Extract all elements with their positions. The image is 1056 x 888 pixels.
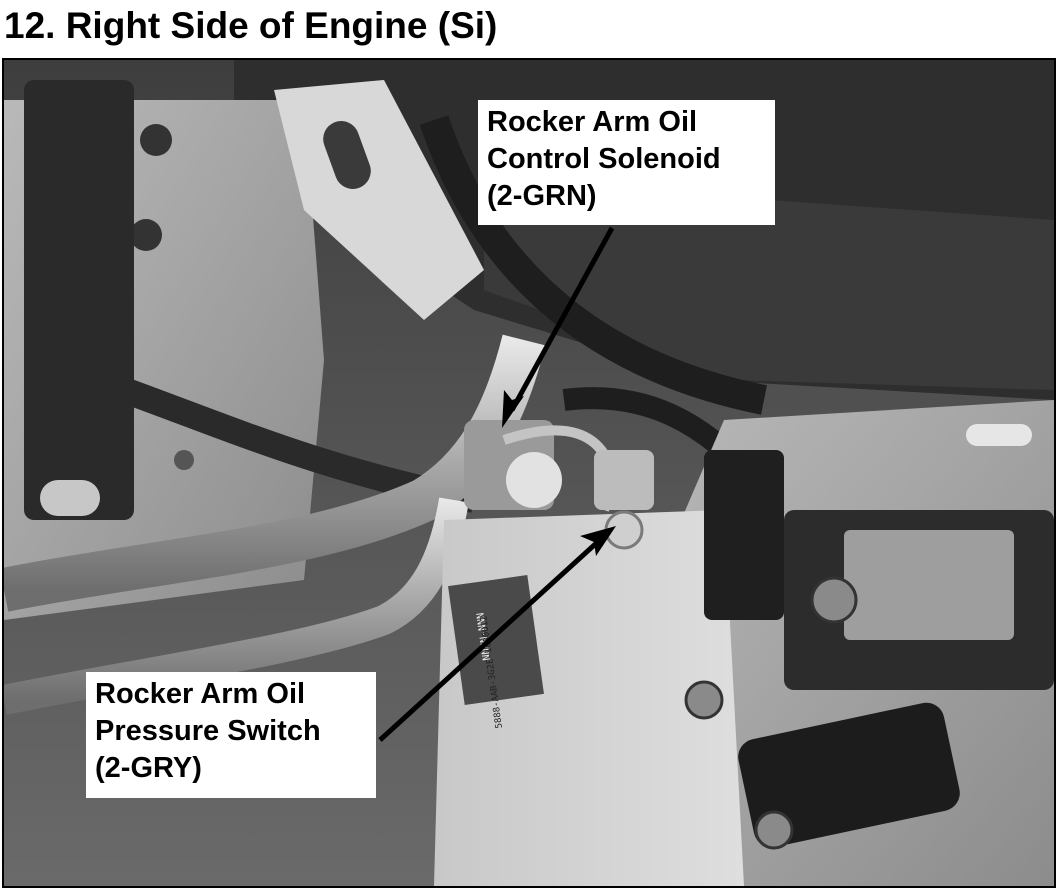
bolt-head <box>754 810 794 850</box>
callout-line: (2-GRN) <box>487 180 597 212</box>
arrowhead <box>502 390 524 428</box>
bolt-head <box>810 576 858 624</box>
coil-cover <box>844 530 1014 640</box>
wiring-harness <box>419 115 767 415</box>
connector <box>704 450 784 620</box>
callout-rocker-arm-oil-control-solenoid: Rocker Arm Oil Control Solenoid (2-GRN) <box>478 100 775 225</box>
switch-bracket <box>594 450 654 510</box>
callout-rocker-arm-oil-pressure-switch: Rocker Arm Oil Pressure Switch (2-GRY) <box>86 672 376 798</box>
dark-vertical-bracket <box>24 80 134 520</box>
callout-line: Rocker Arm Oil <box>487 106 698 138</box>
bolt-head <box>684 680 724 720</box>
sensor <box>738 702 960 848</box>
page-title: 12. Right Side of Engine (Si) <box>4 5 498 46</box>
silver-pipe <box>4 334 546 612</box>
solenoid-cap <box>506 452 562 508</box>
bolt-hole <box>174 450 194 470</box>
arrowhead <box>580 526 616 556</box>
bolt-hole <box>140 124 172 156</box>
callout-line: Rocker Arm Oil <box>95 678 306 710</box>
part-label-sticker <box>448 575 544 705</box>
callout-arrow-solenoid <box>509 226 615 412</box>
strap-slot <box>323 121 371 189</box>
bolt-hole <box>130 219 162 251</box>
callout-line: (2-GRY) <box>95 752 202 784</box>
callout-line: Pressure Switch <box>95 715 321 747</box>
callout-line: Control Solenoid <box>487 143 721 175</box>
plate-slot <box>966 424 1032 446</box>
bracket-slot <box>40 480 100 516</box>
callout-arrow-switch <box>378 536 604 742</box>
